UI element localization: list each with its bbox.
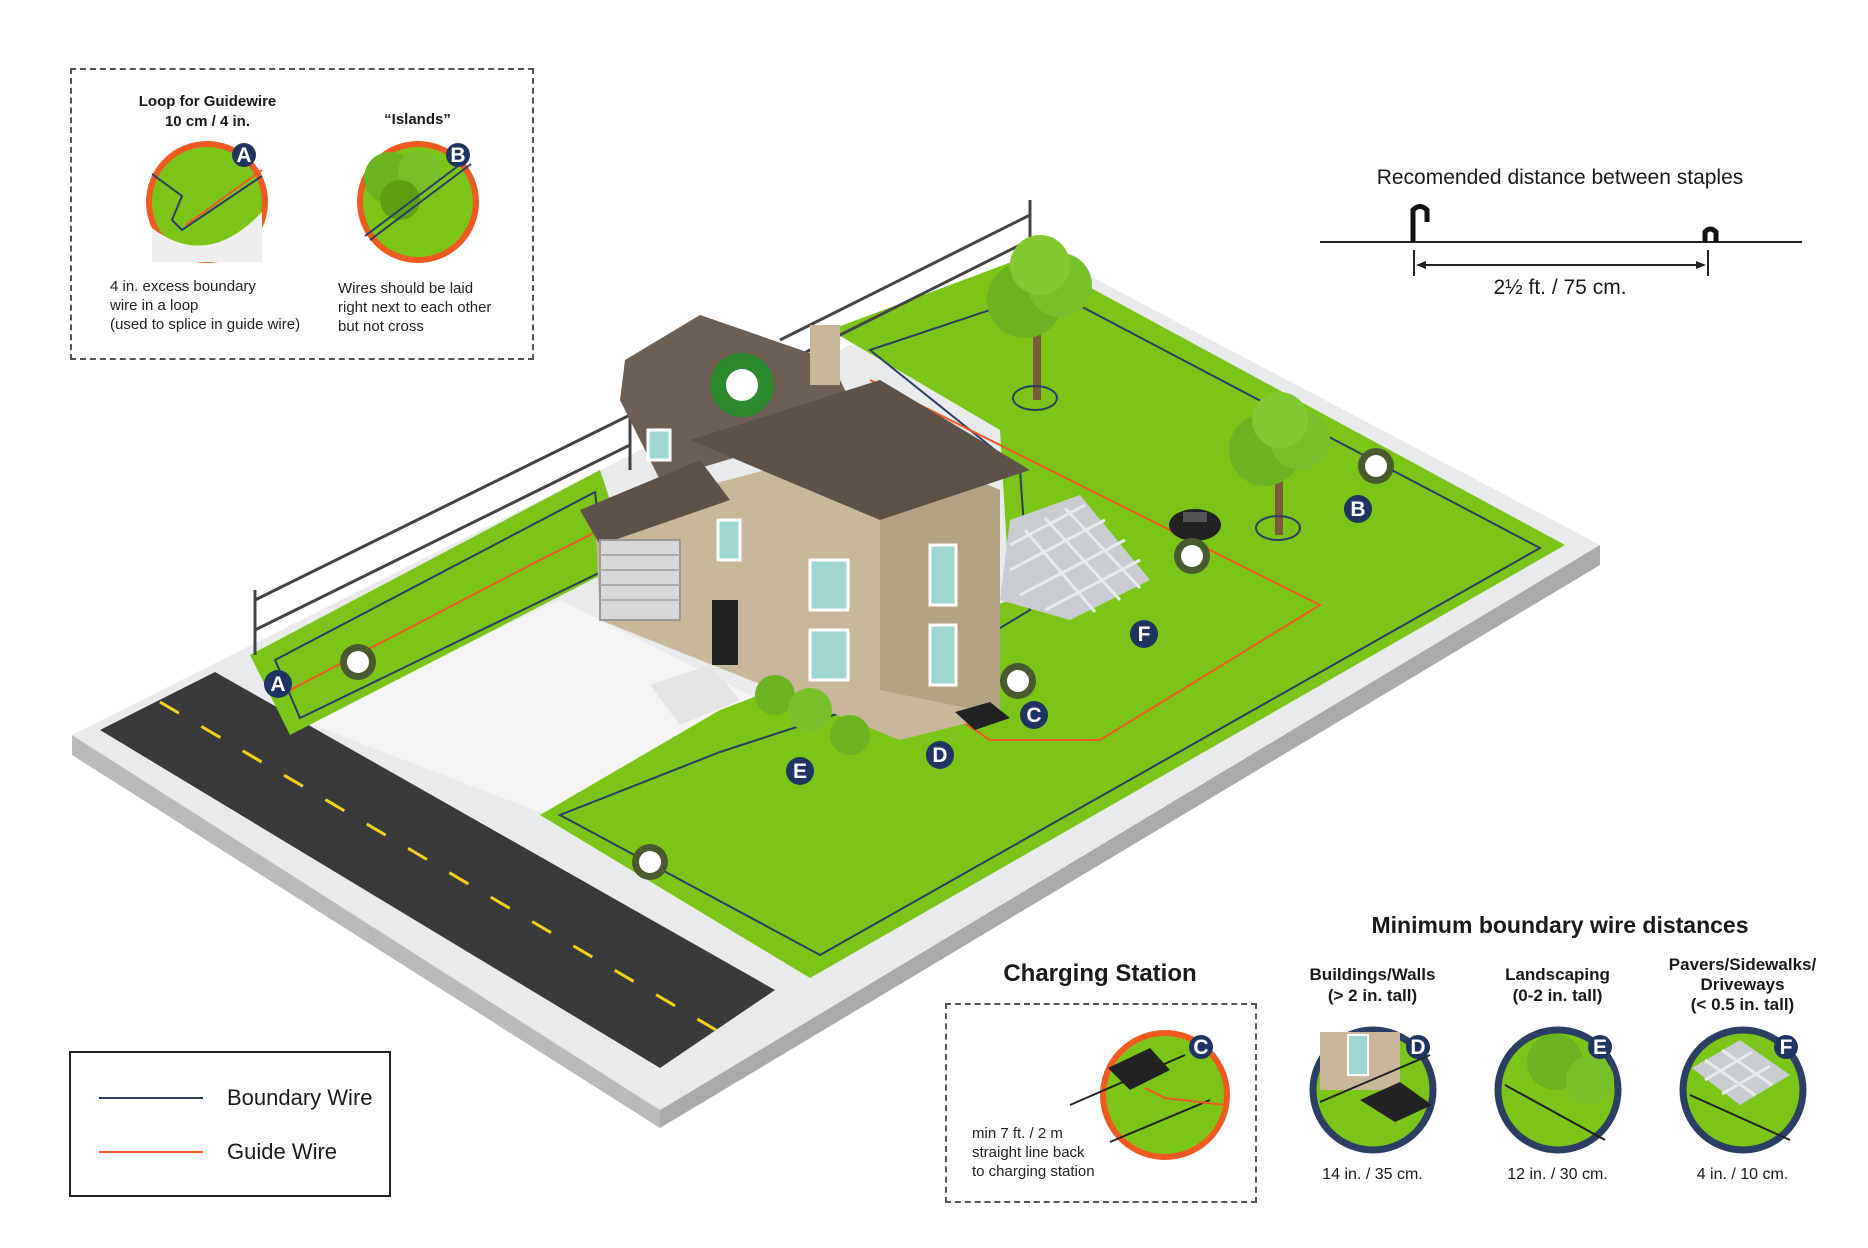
buildings-label: Buildings/Walls (> 2 in. tall) bbox=[1290, 964, 1455, 1006]
charging-caption-line2: straight line back bbox=[972, 1144, 1085, 1161]
svg-text:E: E bbox=[793, 760, 807, 783]
boundary-wire-swatch bbox=[99, 1097, 203, 1099]
shrubs bbox=[755, 675, 870, 755]
charging-panel bbox=[945, 1003, 1257, 1203]
distance-circle-buildings: D bbox=[1309, 1026, 1437, 1154]
map-marker-e: E bbox=[786, 757, 814, 785]
min-distances-title: Minimum boundary wire distances bbox=[1371, 912, 1749, 938]
wire-legend: Boundary Wire Guide Wire bbox=[69, 1051, 391, 1197]
legend-row-boundary: Boundary Wire bbox=[99, 1083, 373, 1113]
svg-text:C: C bbox=[1026, 704, 1041, 727]
svg-text:C: C bbox=[1193, 1036, 1208, 1059]
loop-title: Loop for Guidewire 10 cm / 4 in. bbox=[120, 92, 295, 132]
tree-back bbox=[987, 235, 1092, 411]
buildings-label-line2: (> 2 in. tall) bbox=[1327, 986, 1418, 1005]
loop-caption-line2: wire in a loop bbox=[110, 297, 199, 314]
islands-caption-line3: but not cross bbox=[338, 318, 424, 335]
landscaping-label: Landscaping (0-2 in. tall) bbox=[1475, 964, 1640, 1006]
pavers bbox=[1000, 495, 1150, 620]
loop-detail-circle: A bbox=[146, 141, 268, 263]
islands-caption-line1: Wires should be laid bbox=[338, 280, 474, 297]
buildings-label-line1: Buildings/Walls bbox=[1309, 965, 1436, 984]
charging-station bbox=[955, 702, 1010, 730]
charging-caption-line3: to charging station bbox=[972, 1163, 1095, 1180]
svg-text:B: B bbox=[450, 144, 465, 167]
legend-guide-label: Guide Wire bbox=[227, 1139, 338, 1164]
map-marker-c: C bbox=[1020, 701, 1048, 729]
guide-wire-swatch bbox=[99, 1151, 203, 1153]
svg-text:D: D bbox=[932, 744, 947, 767]
svg-text:F: F bbox=[1138, 623, 1151, 646]
islands-detail-circle: B bbox=[357, 141, 479, 263]
loop-title-line1: Loop for Guidewire bbox=[138, 93, 277, 110]
charging-caption-line1: min 7 ft. / 2 m bbox=[972, 1125, 1063, 1142]
distance-circle-landscaping: E bbox=[1494, 1026, 1622, 1154]
loop-title-line2: 10 cm / 4 in. bbox=[164, 113, 251, 130]
staples-diagram bbox=[1320, 204, 1802, 276]
loop-caption: 4 in. excess boundary wire in a loop (us… bbox=[110, 277, 320, 334]
map-marker-d: D bbox=[926, 741, 954, 769]
svg-text:F: F bbox=[1780, 1036, 1793, 1059]
svg-text:A: A bbox=[236, 144, 251, 167]
staples-title: Recomended distance between staples bbox=[1376, 166, 1744, 189]
svg-text:B: B bbox=[1350, 498, 1365, 521]
map-letter-markers: A B C D E F bbox=[264, 495, 1372, 785]
wire-tips-panel bbox=[70, 68, 534, 360]
map-marker-a: A bbox=[264, 670, 292, 698]
islands-title: “Islands” bbox=[384, 111, 451, 128]
hotspots bbox=[340, 353, 1394, 880]
charging-title: Charging Station bbox=[1003, 960, 1197, 987]
svg-text:D: D bbox=[1410, 1036, 1425, 1059]
svg-text:E: E bbox=[1593, 1036, 1607, 1059]
charging-caption: min 7 ft. / 2 m straight line back to ch… bbox=[972, 1124, 1172, 1181]
legend-boundary-label: Boundary Wire bbox=[227, 1085, 373, 1110]
buildings-value: 14 in. / 35 cm. bbox=[1322, 1166, 1423, 1183]
map-marker-b: B bbox=[1344, 495, 1372, 523]
pavers-label-line2: Driveways bbox=[1700, 975, 1785, 994]
distance-circle-pavers: F bbox=[1679, 1026, 1807, 1154]
map-marker-f: F bbox=[1130, 620, 1158, 648]
landscaping-label-line2: (0-2 in. tall) bbox=[1512, 986, 1603, 1005]
landscaping-value: 12 in. / 30 cm. bbox=[1507, 1166, 1608, 1183]
pavers-label-line3: (< 0.5 in. tall) bbox=[1690, 995, 1795, 1014]
road bbox=[100, 672, 775, 1068]
pavers-label-line1: Pavers/Sidewalks/ bbox=[1668, 955, 1817, 974]
pavers-value: 4 in. / 10 cm. bbox=[1696, 1166, 1789, 1183]
islands-caption-line2: right next to each other bbox=[338, 299, 492, 316]
loop-caption-line1: 4 in. excess boundary bbox=[110, 278, 256, 295]
landscaping-label-line1: Landscaping bbox=[1505, 965, 1610, 984]
islands-caption: Wires should be laid right next to each … bbox=[338, 279, 528, 336]
svg-text:A: A bbox=[270, 673, 285, 696]
pavers-label: Pavers/Sidewalks/ Driveways (< 0.5 in. t… bbox=[1650, 955, 1835, 1015]
loop-caption-line3: (used to splice in guide wire) bbox=[110, 316, 301, 333]
robot-mower bbox=[1169, 509, 1221, 541]
tree-right bbox=[1229, 392, 1330, 541]
legend-row-guide: Guide Wire bbox=[99, 1137, 337, 1167]
charging-detail-circle: C bbox=[1069, 1030, 1230, 1160]
staples-distance: 2½ ft. / 75 cm. bbox=[1493, 276, 1627, 299]
